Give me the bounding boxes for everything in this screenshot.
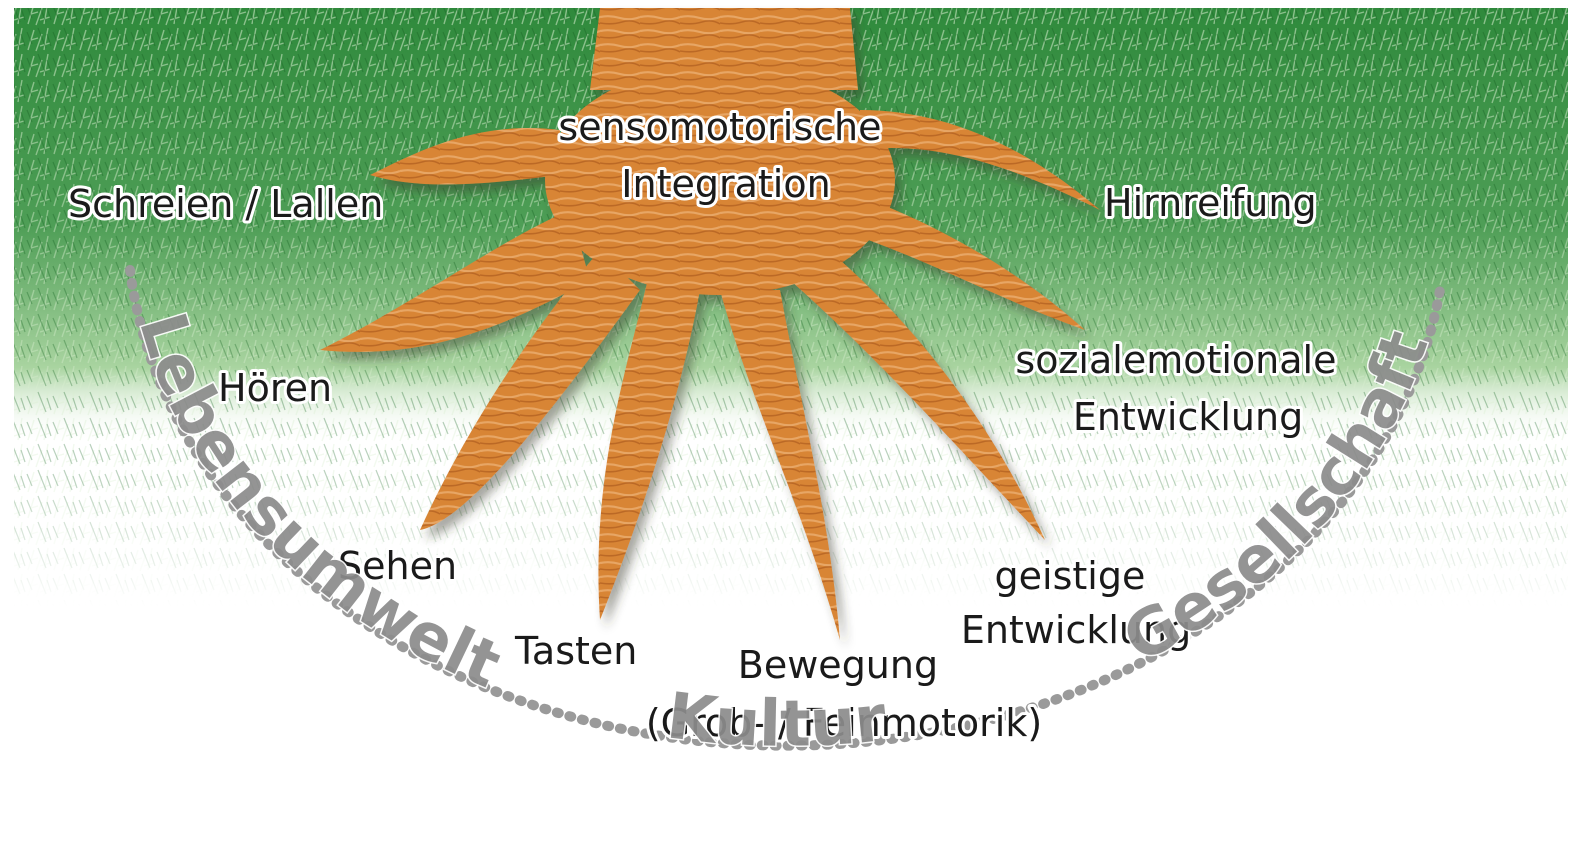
label-schreien: Schreien / Lallen — [68, 182, 383, 226]
label-hirn: Hirnreifung — [1104, 181, 1317, 225]
label-tasten: Tasten — [514, 629, 637, 673]
label-hoeren: Hören — [218, 366, 332, 410]
arc-word-kultur: Kultur — [663, 679, 890, 761]
center-label-line-2: Integration — [621, 162, 830, 206]
center-label-line-1: sensomotorische — [558, 105, 881, 149]
